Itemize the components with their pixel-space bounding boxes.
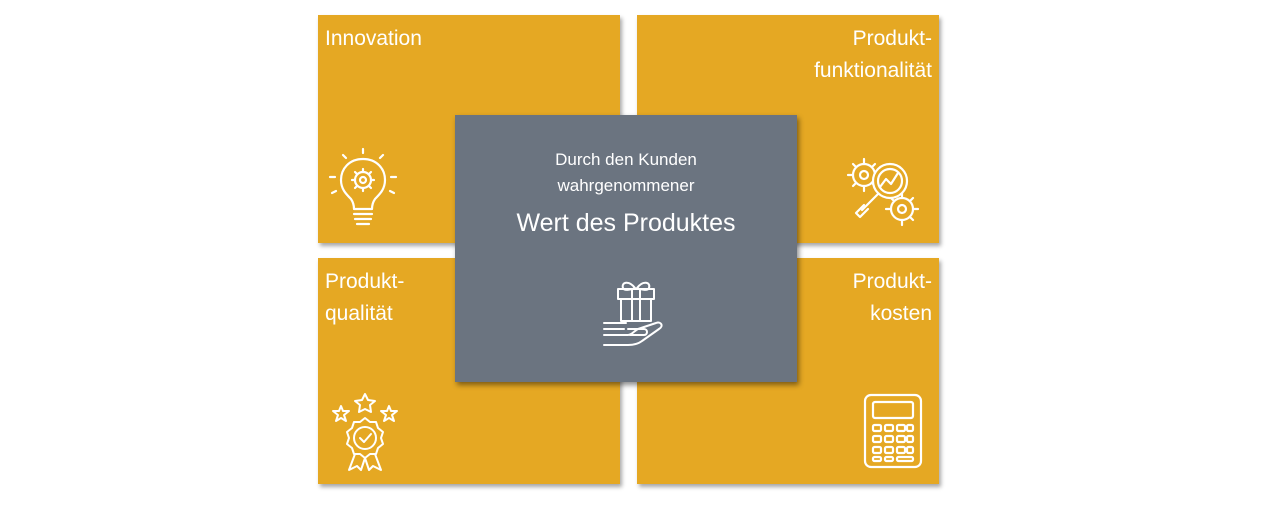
quadrant-label-line1: Produkt- [325, 270, 405, 293]
gears-magnifier-icon [846, 157, 920, 227]
center-title: Wert des Produktes [516, 209, 736, 237]
calculator-icon [863, 393, 923, 469]
center-box: Durch den Kunden wahrgenommener Wert des… [455, 115, 797, 382]
quadrant-label: Innovation [325, 23, 422, 55]
lightbulb-gear-icon [328, 147, 398, 226]
quadrant-label-line1: Produkt- [852, 270, 932, 293]
quadrant-label-line1: Innovation [325, 27, 422, 50]
quadrant-label-line2: kosten [870, 302, 932, 325]
quadrant-label-line2: funktionalität [814, 59, 932, 82]
quadrant-label: Produkt- funktionalität [814, 23, 932, 87]
quadrant-label: Produkt- qualität [325, 266, 404, 330]
award-stars-icon [332, 393, 398, 471]
quadrant-label-line2: qualität [325, 302, 393, 325]
quadrant-label-line1: Produkt- [852, 27, 932, 50]
center-subtitle-line2: wahrgenommener [557, 176, 695, 195]
center-subtitle-line1: Durch den Kunden [555, 150, 697, 169]
gift-in-hand-icon [603, 281, 663, 346]
center-subtitle: Durch den Kunden wahrgenommener [455, 147, 797, 199]
quadrant-label: Produkt- kosten [853, 266, 932, 330]
